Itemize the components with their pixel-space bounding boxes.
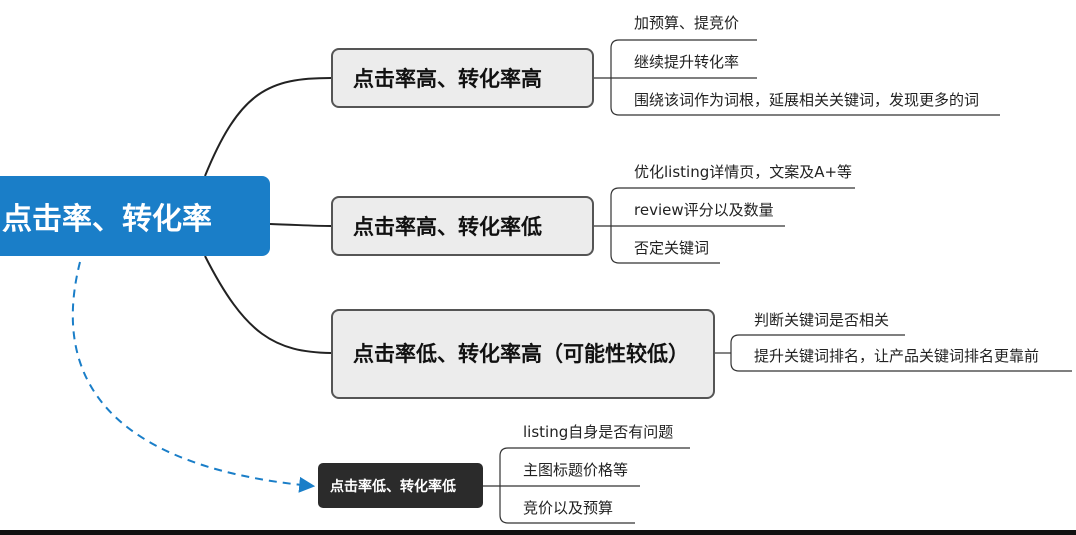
leaf-node: 竞价以及预算 bbox=[523, 499, 614, 517]
branch-1-leaf-connectors bbox=[594, 39, 1000, 116]
leaf-node: 围绕该词作为词根，延展相关关键词，发现更多的词 bbox=[634, 91, 980, 109]
leaf-node: 判断关键词是否相关 bbox=[754, 311, 890, 329]
branch-node-high-click-high-conversion: 点击率高、转化率高 bbox=[331, 48, 594, 108]
connector-root-branch-2 bbox=[269, 223, 332, 227]
branch-2-leaf-connectors bbox=[594, 187, 855, 264]
leaf-node: 优化listing详情页，文案及A+等 bbox=[634, 163, 853, 181]
leaf-node: 继续提升转化率 bbox=[634, 53, 740, 71]
leaf-node: review评分以及数量 bbox=[634, 201, 774, 219]
connector-root-branch-4-dashed bbox=[71, 261, 316, 493]
branch-node-high-click-low-conversion: 点击率高、转化率低 bbox=[331, 196, 594, 256]
leaf-node: 加预算、提竞价 bbox=[634, 14, 740, 32]
connector-root-branch-1 bbox=[204, 77, 332, 177]
root-node: 点击率、转化率 bbox=[0, 176, 270, 256]
leaf-node: 否定关键词 bbox=[634, 239, 710, 257]
leaf-node: listing自身是否有问题 bbox=[523, 423, 674, 441]
branch-4-leaf-connectors bbox=[483, 447, 690, 524]
branch-node-low-click-low-conversion: 点击率低、转化率低 bbox=[318, 463, 483, 508]
branch-node-low-click-high-conversion: 点击率低、转化率高（可能性较低） bbox=[331, 309, 715, 399]
leaf-node: 提升关键词排名，让产品关键词排名更靠前 bbox=[754, 347, 1040, 365]
connector-root-branch-3 bbox=[204, 255, 332, 354]
leaf-node: 主图标题价格等 bbox=[523, 461, 629, 479]
branch-3-leaf-connectors bbox=[715, 334, 1072, 372]
bottom-border bbox=[0, 530, 1076, 535]
